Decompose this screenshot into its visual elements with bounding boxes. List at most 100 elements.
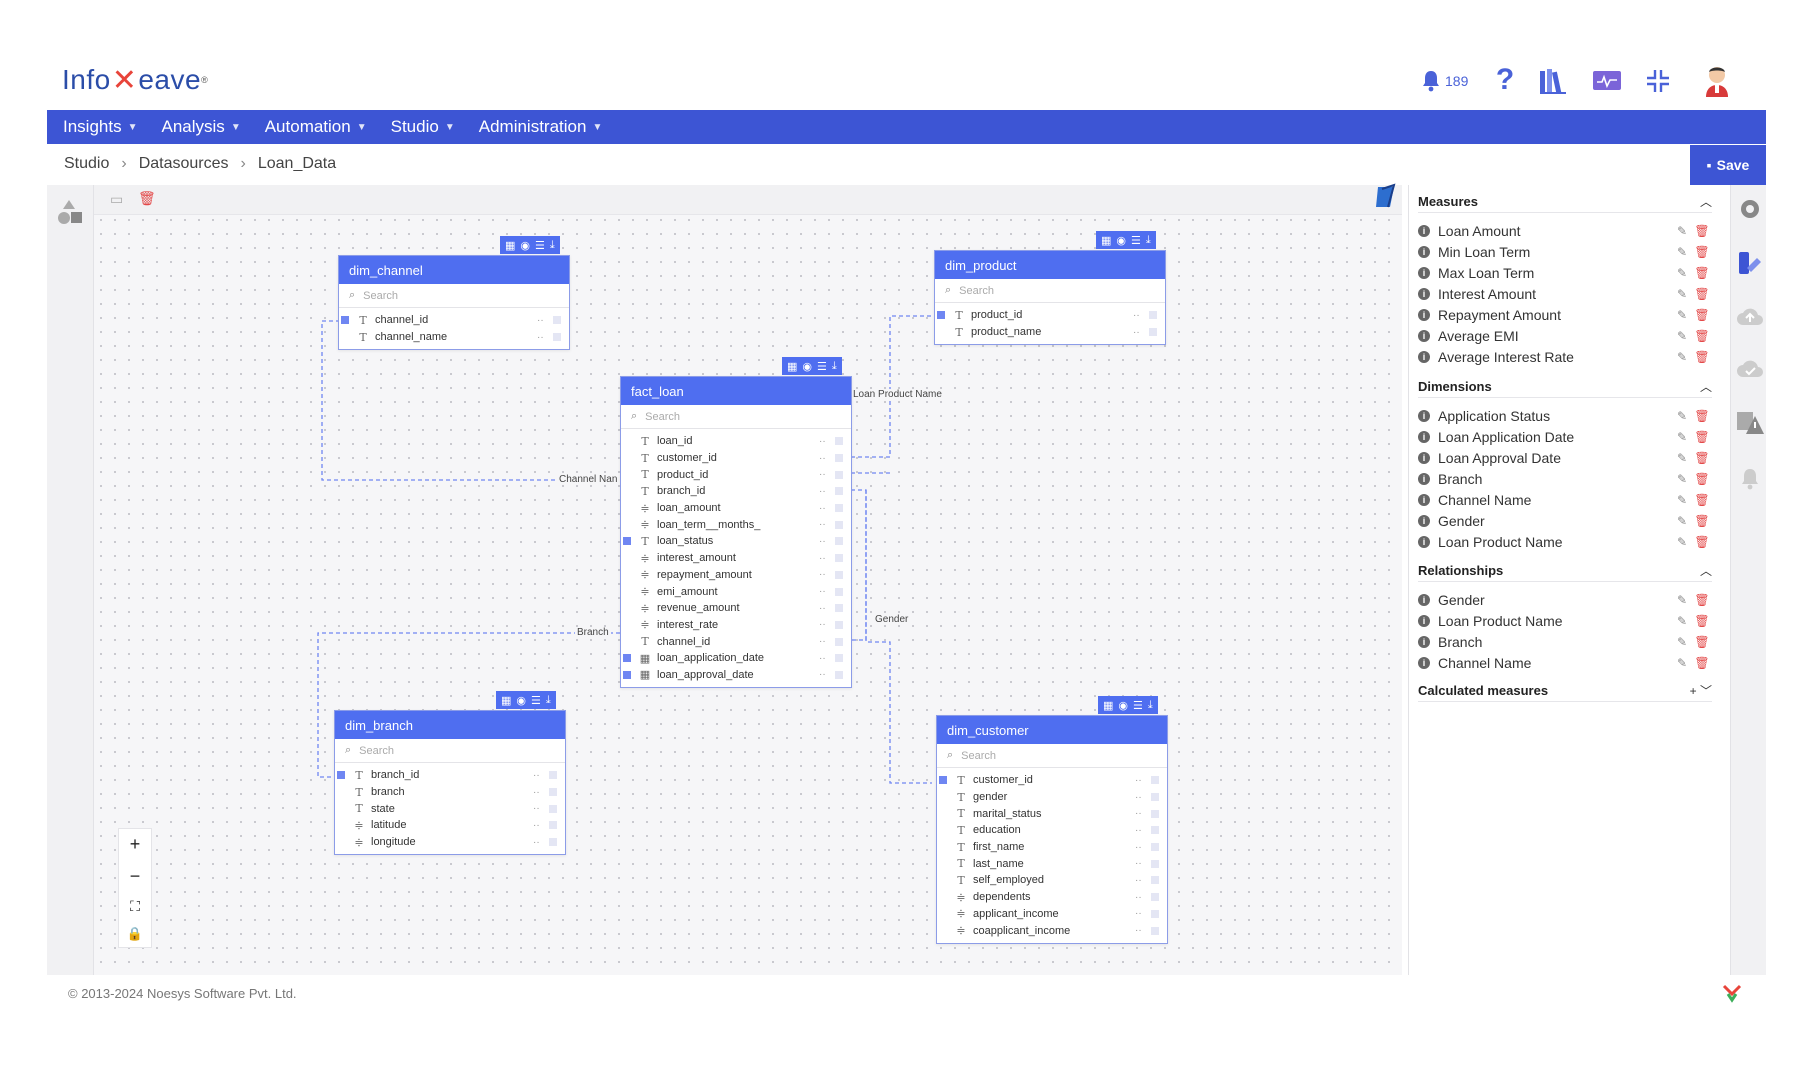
field-checkbox[interactable] (835, 604, 843, 613)
field-select-checkbox[interactable] (939, 843, 947, 851)
calculated-measures-header[interactable]: Calculated measures+ ﹀ (1418, 680, 1712, 702)
edit-icon[interactable]: ✎ (1676, 308, 1688, 322)
field-link-icon[interactable]: ·· (819, 602, 826, 614)
table-title[interactable]: dim_branch (335, 711, 565, 739)
edit-icon[interactable]: ✎ (1676, 614, 1688, 628)
field-link-icon[interactable]: ·· (1135, 824, 1142, 836)
field-checkbox[interactable] (835, 470, 843, 479)
edit-icon[interactable]: ✎ (1676, 245, 1688, 259)
field-select-checkbox[interactable] (939, 910, 947, 918)
table-field-row[interactable]: ▦loan_application_date·· (621, 650, 851, 667)
field-select-checkbox[interactable] (623, 471, 631, 479)
delete-icon[interactable]: 🗑 (1694, 593, 1710, 607)
field-checkbox[interactable] (553, 316, 561, 325)
user-avatar[interactable] (1700, 62, 1734, 98)
table-title[interactable]: fact_loan (621, 377, 851, 405)
table-search[interactable]: ⌕Search (621, 405, 851, 429)
breadcrumb-studio[interactable]: Studio (64, 155, 110, 172)
table-field-row[interactable]: ≑revenue_amount·· (621, 600, 851, 617)
edit-icon[interactable]: ✎ (1676, 266, 1688, 280)
field-checkbox[interactable] (1151, 826, 1159, 835)
monitor-button[interactable] (1590, 66, 1624, 96)
breadcrumb-datasources[interactable]: Datasources (138, 155, 229, 172)
table-field-row[interactable]: ≑coapplicant_income·· (937, 922, 1167, 939)
delete-icon[interactable]: 🗑 (1694, 514, 1710, 528)
field-link-icon[interactable]: ·· (1135, 841, 1142, 853)
nav-analysis[interactable]: Analysis▼ (161, 117, 241, 136)
field-link-icon[interactable]: ·· (533, 803, 540, 815)
field-link-icon[interactable]: ·· (1133, 309, 1140, 321)
field-checkbox[interactable] (1149, 311, 1157, 320)
field-checkbox[interactable] (549, 821, 557, 830)
field-select-checkbox[interactable] (939, 893, 947, 901)
field-checkbox[interactable] (1151, 843, 1159, 852)
field-link-icon[interactable]: ·· (819, 669, 826, 681)
field-select-checkbox[interactable] (623, 554, 631, 562)
field-checkbox[interactable] (835, 487, 843, 496)
delete-icon[interactable]: 🗑 (1694, 329, 1710, 343)
field-checkbox[interactable] (553, 333, 561, 342)
field-link-icon[interactable]: ·· (537, 314, 544, 326)
field-link-icon[interactable]: ·· (1135, 925, 1142, 937)
edit-icon[interactable]: ✎ (1676, 430, 1688, 444)
bell-icon[interactable] (1739, 467, 1761, 491)
field-select-checkbox[interactable] (623, 537, 631, 546)
edit-icon[interactable]: ✎ (1676, 493, 1688, 507)
field-select-checkbox[interactable] (623, 588, 631, 596)
delete-icon[interactable]: 🗑 (138, 190, 156, 206)
table-search[interactable]: ⌕Search (937, 744, 1167, 768)
upload-cloud-icon[interactable] (1736, 305, 1764, 327)
table-tools-dim-branch[interactable]: ▦◉☰⤓ (496, 691, 556, 709)
field-link-icon[interactable]: ·· (1135, 808, 1142, 820)
table-title[interactable]: dim_product (935, 251, 1165, 279)
field-select-checkbox[interactable] (939, 826, 947, 834)
field-select-checkbox[interactable] (937, 311, 945, 320)
field-select-checkbox[interactable] (623, 638, 631, 646)
gear-icon[interactable] (1738, 197, 1762, 221)
edit-icon[interactable]: ✎ (1676, 535, 1688, 549)
table-field-row[interactable]: ≑latitude·· (335, 817, 565, 834)
collapse-button[interactable] (1643, 66, 1673, 96)
sql-editor-icon[interactable] (1372, 183, 1400, 213)
delete-icon[interactable]: 🗑 (1694, 224, 1710, 238)
help-button[interactable]: ? (1490, 63, 1520, 96)
zoom-out-icon[interactable]: − (129, 866, 141, 887)
notifications-button[interactable]: 189 (1420, 66, 1468, 96)
delete-icon[interactable]: 🗑 (1694, 472, 1710, 486)
field-select-checkbox[interactable] (337, 771, 345, 780)
table-title[interactable]: dim_channel (339, 256, 569, 284)
field-link-icon[interactable]: ·· (1135, 891, 1142, 903)
field-link-icon[interactable]: ·· (1135, 774, 1142, 786)
delete-icon[interactable]: 🗑 (1694, 287, 1710, 301)
field-select-checkbox[interactable] (939, 810, 947, 818)
field-link-icon[interactable]: ·· (819, 485, 826, 497)
field-select-checkbox[interactable] (623, 487, 631, 495)
table-field-row[interactable]: ≑longitude·· (335, 834, 565, 851)
relation-label-channel[interactable]: Channel Nan (557, 474, 620, 485)
field-link-icon[interactable]: ·· (533, 769, 540, 781)
shapes-icon[interactable] (55, 197, 85, 227)
field-link-icon[interactable]: ·· (819, 569, 826, 581)
field-link-icon[interactable]: ·· (1135, 858, 1142, 870)
field-link-icon[interactable]: ·· (533, 819, 540, 831)
field-checkbox[interactable] (835, 554, 843, 563)
relation-label-product[interactable]: Loan Product Name (851, 389, 944, 400)
lock-icon[interactable]: 🔒 (126, 925, 144, 941)
relation-label-branch[interactable]: Branch (575, 627, 611, 638)
delete-icon[interactable]: 🗑 (1694, 409, 1710, 423)
field-checkbox[interactable] (835, 637, 843, 646)
